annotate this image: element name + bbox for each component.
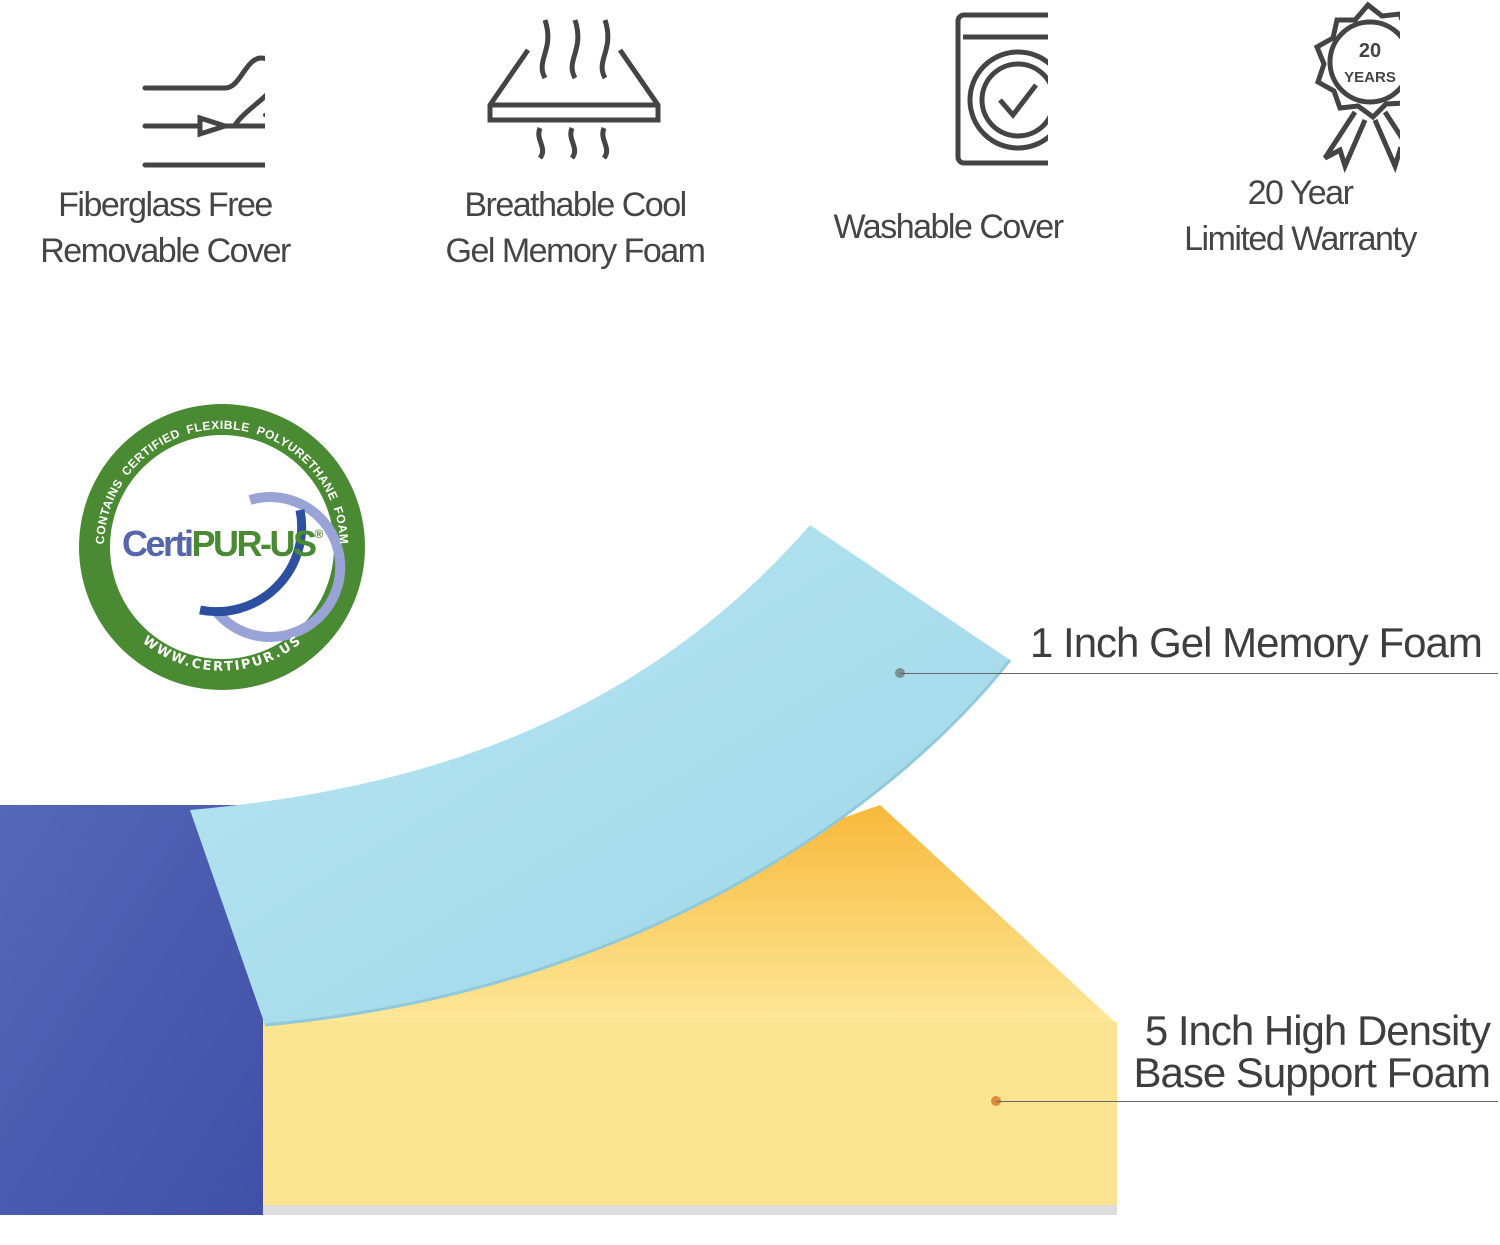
fiberglass-free-cover-icon xyxy=(142,55,265,168)
washing-machine-icon xyxy=(955,12,1048,166)
badge-unit: YEARS xyxy=(1344,69,1396,86)
base-foam-front xyxy=(262,1022,1117,1210)
seal-swoosh-dark xyxy=(199,509,307,617)
seal-swoosh-light xyxy=(211,492,346,642)
gel-layer-leader xyxy=(900,673,1498,674)
feature-label: Limited Warranty xyxy=(1184,220,1417,258)
gel-foam-edge xyxy=(264,659,1012,1027)
feature-washable: Washable Cover xyxy=(778,0,1118,250)
feature-warranty: 20 YEARS 20 Year Limited Warranty xyxy=(1130,0,1470,262)
feature-label: Washable Cover xyxy=(833,208,1064,246)
feature-breathable: Breathable Cool Gel Memory Foam xyxy=(405,0,745,274)
base-layer-label: 5 Inch High Density Base Support Foam xyxy=(1133,1007,1491,1096)
breathable-foam-icon xyxy=(487,19,661,160)
feature-label: Removable Cover xyxy=(40,232,291,270)
feature-label: 20 Year xyxy=(1247,174,1354,212)
base-layer-leader xyxy=(996,1101,1498,1102)
feature-label: Fiberglass Free xyxy=(58,186,273,224)
gel-layer-label: 1 Inch Gel Memory Foam xyxy=(1030,619,1483,666)
base-foam-shadow xyxy=(262,1205,1117,1215)
feature-label: Breathable Cool xyxy=(464,186,687,224)
seal-brand-name: CertiPUR-US® xyxy=(122,523,324,564)
seal-ring-word: FLEXIBLE xyxy=(185,418,251,437)
feature-label: Gel Memory Foam xyxy=(445,232,707,270)
warranty-badge-icon: 20 YEARS xyxy=(1313,1,1400,174)
feature-fiberglass-free: Fiberglass Free Removable Cover xyxy=(0,0,335,274)
base-layer-label-line: 5 Inch High Density xyxy=(1144,1007,1491,1054)
gel-foam-layer xyxy=(190,525,1010,1025)
badge-number: 20 xyxy=(1359,40,1381,62)
base-layer-label-line: Base Support Foam xyxy=(1133,1049,1491,1096)
